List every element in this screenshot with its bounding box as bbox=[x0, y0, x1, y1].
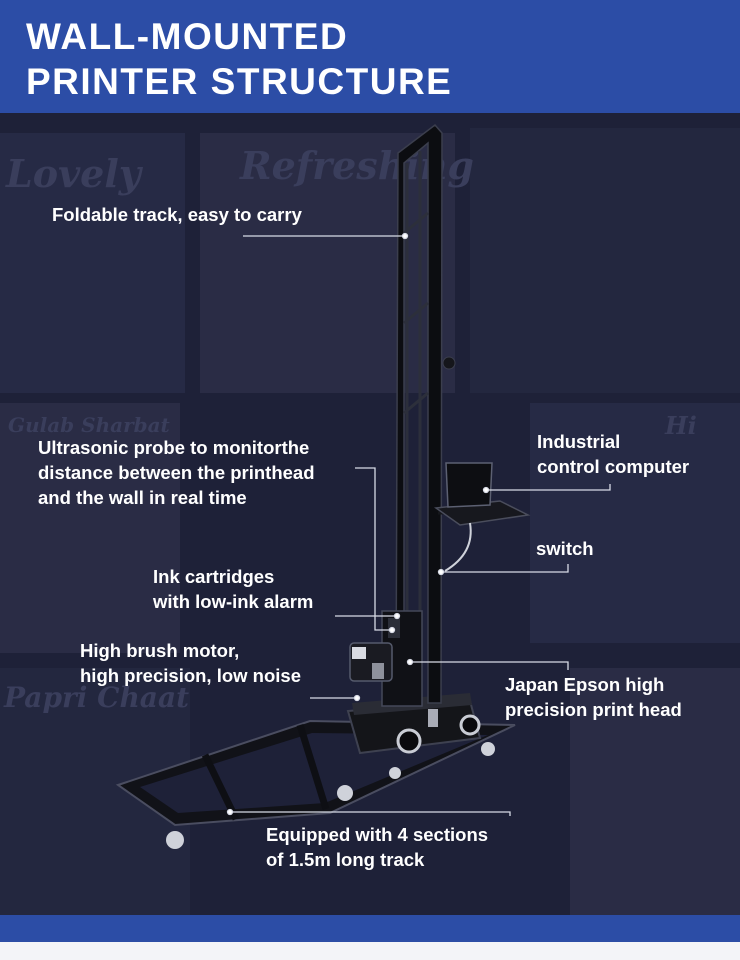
computer-stand bbox=[433, 462, 531, 572]
background-panel bbox=[530, 403, 740, 643]
background-panel bbox=[570, 668, 740, 915]
label-ultrasonic-line-2: distance between the printhead bbox=[38, 462, 315, 483]
label-switch: switch bbox=[536, 538, 594, 559]
print-carriage bbox=[349, 610, 423, 707]
background-panel bbox=[200, 133, 455, 393]
label-computer-line-2: control computer bbox=[537, 456, 690, 477]
footer-bar bbox=[0, 915, 740, 942]
label-motor-line-1: High brush motor, bbox=[80, 640, 240, 661]
product-scene: Lovely Refreshing Gulab Sharbat Papri Ch… bbox=[0, 113, 740, 915]
background-panel bbox=[0, 133, 185, 393]
page-title-line-1: WALL-MOUNTED bbox=[26, 16, 349, 57]
background-panel bbox=[0, 403, 180, 653]
background-word: Papri Chaat bbox=[4, 681, 190, 714]
background-word: Gulab Sharbat bbox=[8, 413, 170, 437]
background-word: Hi bbox=[665, 411, 697, 440]
wall-printer-illustration bbox=[115, 123, 531, 849]
background-panel bbox=[470, 128, 740, 393]
background-word: Lovely bbox=[6, 151, 141, 196]
label-ultrasonic-line-1: Ultrasonic probe to monitorthe bbox=[38, 437, 310, 458]
header-banner: WALL-MOUNTED PRINTER STRUCTURE bbox=[0, 0, 740, 113]
label-ultrasonic-line-3: and the wall in real time bbox=[38, 487, 247, 508]
label-computer-line-1: Industrial bbox=[537, 431, 621, 452]
label-ink-line-2: with low-ink alarm bbox=[153, 591, 314, 612]
label-track-line-2: of 1.5m long track bbox=[266, 849, 425, 870]
label-ink-line-1: Ink cartridges bbox=[153, 566, 275, 587]
footer-gap bbox=[0, 942, 740, 960]
label-epson-line-1: Japan Epson high bbox=[505, 674, 665, 695]
label-motor-line-2: high precision, low noise bbox=[80, 665, 301, 686]
label-track-line-1: Equipped with 4 sections bbox=[266, 824, 489, 845]
label-foldable-track: Foldable track, easy to carry bbox=[52, 204, 302, 225]
page-title-line-2: PRINTER STRUCTURE bbox=[26, 61, 453, 102]
label-epson-line-2: precision print head bbox=[505, 699, 682, 720]
